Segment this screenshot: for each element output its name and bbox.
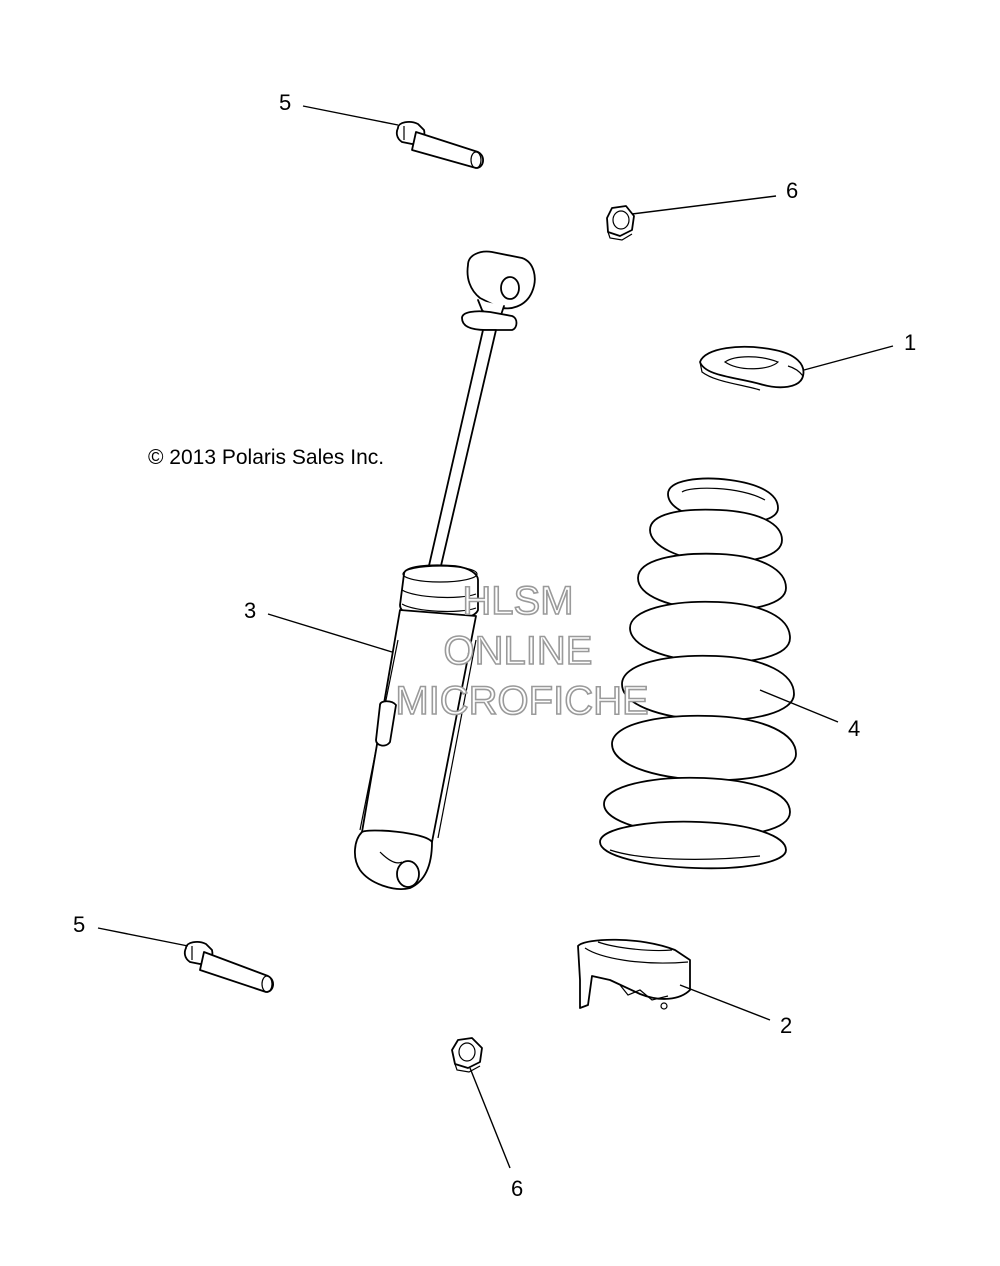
- watermark-line-2: ONLINE: [444, 629, 593, 673]
- callout-4: 4: [848, 716, 860, 741]
- copyright-notice: © 2013 Polaris Sales Inc.: [148, 446, 384, 469]
- bolt-upper[interactable]: [395, 121, 484, 169]
- watermark-line-1: HLSM: [462, 579, 573, 623]
- watermark-line-3: MICROFICHE: [395, 679, 648, 723]
- nut-upper[interactable]: [606, 205, 635, 241]
- nut-lower[interactable]: [451, 1037, 483, 1073]
- shock-absorber[interactable]: [354, 250, 536, 890]
- spring-retainer-lower[interactable]: [577, 938, 691, 1010]
- callout-6-top: 6: [786, 178, 798, 203]
- coil-spring[interactable]: [599, 477, 797, 870]
- callout-5-top: 5: [279, 90, 291, 115]
- bolt-lower[interactable]: [183, 941, 274, 993]
- callout-1: 1: [904, 330, 916, 355]
- spring-retainer-upper[interactable]: [699, 345, 805, 391]
- callout-6-bottom: 6: [511, 1176, 523, 1201]
- callout-2: 2: [780, 1013, 792, 1038]
- callout-5-bottom: 5: [73, 912, 85, 937]
- callout-3: 3: [244, 598, 256, 623]
- leader-lines: [97, 105, 894, 1169]
- watermark: HLSM ONLINE MICROFICHE: [395, 578, 650, 724]
